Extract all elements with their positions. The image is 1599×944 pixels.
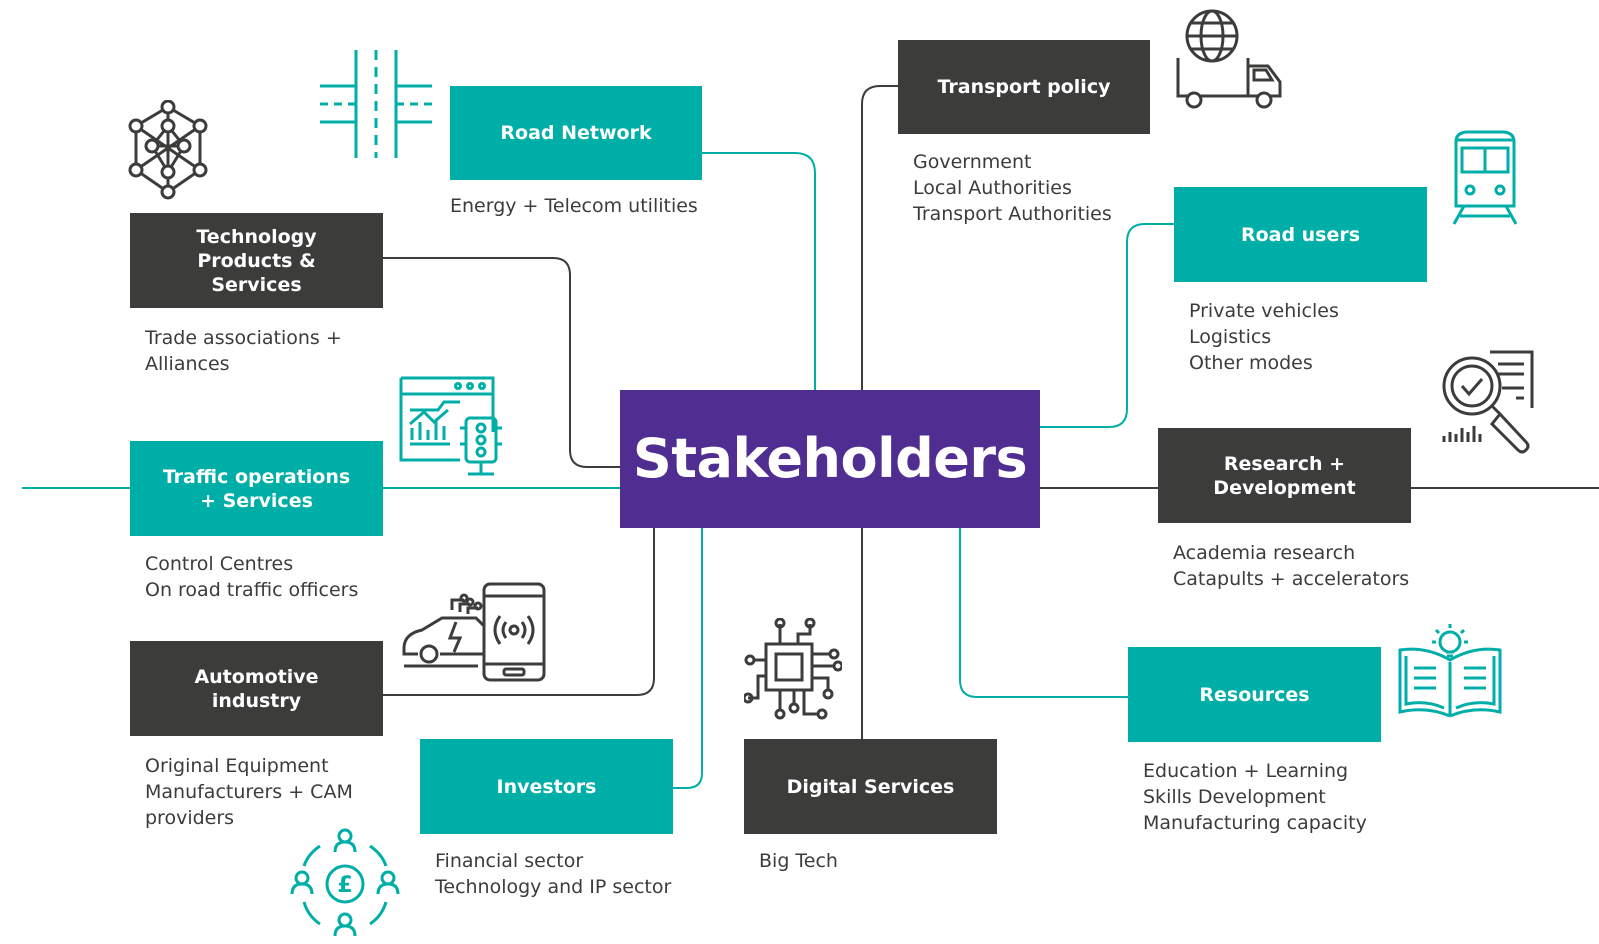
road-network-label: Road Network (500, 122, 652, 144)
technology-desc-line: Trade associations + (145, 327, 342, 349)
technology-box: Technology Products & Services (130, 213, 383, 308)
traffic-operations-desc-line: On road traffic officers (145, 579, 359, 601)
road-network-desc: Energy + Telecom utilities (450, 193, 698, 219)
road-users-desc-line: Other modes (1189, 352, 1313, 374)
investors-connector (672, 527, 703, 789)
resources-desc-line: Skills Development (1143, 786, 1326, 808)
road-intersection-icon (320, 50, 432, 158)
resources-desc-line: Education + Learning (1143, 760, 1349, 782)
research-box: Research + Development (1158, 428, 1411, 523)
resources-desc-line: Manufacturing capacity (1143, 812, 1367, 834)
digital-services-label: Digital Services (786, 775, 955, 798)
transport-policy-desc-line: Transport Authorities (913, 203, 1112, 225)
research-desc: Academia research Catapults + accelerato… (1173, 540, 1409, 592)
traffic-operations-label: Traffic operations + Services (162, 465, 351, 512)
road-users-desc: Private vehicles Logistics Other modes (1189, 298, 1339, 376)
technology-desc-line: Alliances (145, 353, 230, 375)
road-network-box: Road Network (450, 86, 702, 180)
technology-connector (383, 257, 620, 468)
investors-desc-line: Technology and IP sector (435, 876, 672, 898)
road-network-connector (700, 152, 816, 390)
svg-text:£: £ (337, 873, 352, 898)
delivery-truck-globe-icon (1176, 9, 1282, 109)
train-icon (1452, 130, 1518, 225)
network-nodes-icon (128, 100, 208, 200)
investors-box: Investors (420, 739, 673, 834)
automotive-box: Automotive industry (130, 641, 383, 736)
transport-policy-desc-line: Government (913, 151, 1032, 173)
stakeholders-center-box: Stakeholders (620, 390, 1040, 528)
transport-policy-desc-line: Local Authorities (913, 177, 1072, 199)
resources-desc: Education + Learning Skills Development … (1143, 758, 1367, 836)
transport-policy-label: Transport policy (937, 76, 1111, 98)
technology-desc: Trade associations + Alliances (145, 325, 342, 377)
resources-box: Resources (1128, 647, 1381, 742)
transport-policy-box: Transport policy (898, 40, 1150, 134)
automotive-connector (383, 527, 655, 696)
investors-label: Investors (496, 775, 597, 798)
microchip-icon (744, 618, 842, 720)
transport-connector (861, 85, 898, 390)
traffic-dashboard-icon (399, 376, 502, 476)
road-users-box: Road users (1174, 187, 1427, 282)
stakeholders-title: Stakeholders (632, 427, 1028, 490)
automotive-desc-line: Manufacturers + CAM (145, 781, 353, 803)
research-desc-line: Catapults + accelerators (1173, 568, 1410, 590)
road-network-desc-line: Energy + Telecom utilities (450, 195, 698, 217)
research-desc-line: Academia research (1173, 542, 1356, 564)
connected-car-phone-icon (402, 582, 546, 682)
transport-policy-desc: Government Local Authorities Transport A… (913, 149, 1112, 227)
research-label: Research + Development (1213, 452, 1356, 499)
digital-services-box: Digital Services (744, 739, 997, 834)
book-lightbulb-icon (1398, 624, 1502, 718)
automotive-desc-line: providers (145, 807, 235, 829)
traffic-operations-desc: Control Centres On road traffic officers (145, 551, 358, 603)
investors-pound-icon: £ (290, 828, 400, 937)
digital-services-desc-line: Big Tech (759, 850, 838, 872)
automotive-label: Automotive industry (194, 665, 319, 712)
technology-label: Technology Products & Services (196, 225, 317, 296)
road-users-connector (1040, 223, 1174, 428)
traffic-operations-desc-line: Control Centres (145, 553, 294, 575)
automotive-desc-line: Original Equipment (145, 755, 329, 777)
road-users-desc-line: Private vehicles (1189, 300, 1339, 322)
investors-desc: Financial sector Technology and IP secto… (435, 848, 671, 900)
automotive-desc: Original Equipment Manufacturers + CAM p… (145, 753, 353, 831)
investors-desc-line: Financial sector (435, 850, 584, 872)
resources-label: Resources (1199, 683, 1310, 706)
road-users-desc-line: Logistics (1189, 326, 1272, 348)
traffic-operations-box: Traffic operations + Services (130, 441, 383, 536)
resources-connector (959, 527, 1128, 698)
road-users-label: Road users (1240, 223, 1361, 246)
digital-services-desc: Big Tech (759, 848, 838, 874)
research-magnifier-icon (1442, 350, 1534, 454)
